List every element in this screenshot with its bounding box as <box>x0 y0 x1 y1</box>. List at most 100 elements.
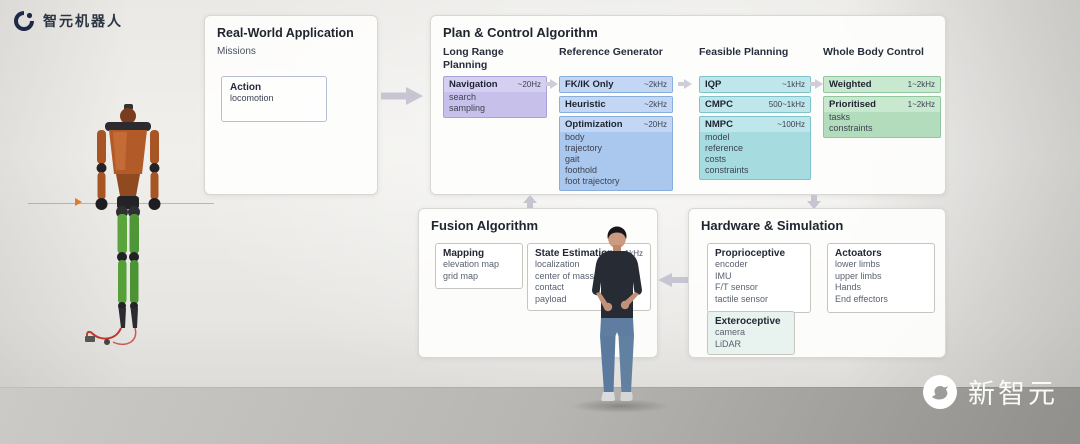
panel-title: Plan & Control Algorithm <box>443 25 598 40</box>
panel-hardware-simulation: Hardware & Simulation Proprioceptive enc… <box>688 208 946 358</box>
list-item: lower limbs <box>835 259 881 269</box>
box-title: Mapping <box>443 248 485 259</box>
column-whole-body-control: Whole Body Control Weighted 1~2kHz Prior… <box>823 46 941 141</box>
list-item: costs <box>705 154 727 164</box>
list-item: elevation map <box>443 259 500 269</box>
box-title: Proprioceptive <box>715 248 786 259</box>
arrow-up-icon <box>523 195 537 209</box>
arrow-right-icon <box>810 79 823 89</box>
block-rate: 500~1kHz <box>768 100 805 109</box>
column-header: Long Range Planning <box>443 46 504 72</box>
list-item: localization <box>535 259 580 269</box>
block-weighted: Weighted 1~2kHz <box>823 76 941 93</box>
list-item: sampling <box>449 103 486 113</box>
list-item: locomotion <box>230 93 274 103</box>
block-rate: ~20Hz <box>643 120 667 129</box>
block-iqp: IQP ~1kHz <box>699 76 811 93</box>
list-item: upper limbs <box>835 270 882 281</box>
list-item: LiDAR <box>715 338 742 349</box>
arrow-right-icon <box>678 79 692 89</box>
arrow-right-icon <box>545 79 558 89</box>
agibot-logo-icon <box>14 11 34 31</box>
block-rate: ~2kHz <box>644 80 667 89</box>
brand-logo: 智元机器人 <box>12 9 123 33</box>
block-title: Heuristic <box>565 99 606 110</box>
list-item: model <box>705 132 730 142</box>
xinzhiyuan-bird-icon <box>923 374 957 409</box>
list-item: tactile sensor <box>715 293 769 304</box>
block-rate: 1~2kHz <box>907 80 935 89</box>
watermark-text: 新智元 <box>968 379 1058 409</box>
block-title: Weighted <box>829 79 872 90</box>
panel-title: Hardware & Simulation <box>701 218 844 233</box>
block-rate: 1~2kHz <box>907 100 935 109</box>
list-item: constraints <box>829 123 873 133</box>
list-item: gait <box>565 154 580 164</box>
block-title: IQP <box>705 79 722 90</box>
robot-visualization <box>75 104 161 346</box>
missions-label: Missions <box>217 46 256 57</box>
list-item: grid map <box>443 270 479 281</box>
list-item: foot trajectory <box>565 176 620 186</box>
list-item: camera <box>715 327 746 337</box>
column-long-range-planning: Long Range Planning Navigation ~20Hz sea… <box>443 46 547 121</box>
column-feasible-planning: Feasible Planning IQP ~1kHz CMPC 500~1kH… <box>699 46 811 183</box>
box-title: State Estimation <box>535 248 614 259</box>
action-items: locomotion <box>230 93 318 104</box>
panel-title: Real-World Application <box>217 26 354 40</box>
box-title: Actoators <box>835 248 882 259</box>
block-cmpc: CMPC 500~1kHz <box>699 96 811 113</box>
list-item: search <box>449 92 477 102</box>
list-item: center of mass <box>535 270 595 281</box>
action-title: Action <box>230 82 262 93</box>
block-rate: ~20Hz <box>517 80 541 89</box>
block-title: Optimization <box>565 119 623 130</box>
box-title: Exteroceptive <box>715 316 781 327</box>
panel-plan-control-algorithm: Plan & Control Algorithm Long Range Plan… <box>430 15 946 195</box>
box-rate: ~1kHz <box>620 249 643 258</box>
list-item: constraints <box>705 165 749 175</box>
list-item: trajectory <box>565 143 603 153</box>
list-item: End effectors <box>835 293 888 304</box>
panel-title: Fusion Algorithm <box>431 218 539 233</box>
column-header: Reference Generator <box>559 46 663 58</box>
block-rate: ~100Hz <box>777 120 805 129</box>
list-item: contact <box>535 282 565 292</box>
arrow-right-icon <box>381 87 423 105</box>
panel-real-world-application: Real-World Application Missions Action l… <box>204 15 378 195</box>
list-item: F/T sensor <box>715 282 758 292</box>
block-title: Navigation <box>449 79 498 90</box>
list-item: tasks <box>829 112 851 122</box>
block-title: CMPC <box>705 99 733 110</box>
block-title: Prioritised <box>829 99 876 110</box>
block-rate: ~1kHz <box>782 80 805 89</box>
list-item: payload <box>535 293 567 304</box>
presenter-shadow <box>570 399 670 413</box>
block-rate: ~2kHz <box>644 100 667 109</box>
brand-name: 智元机器人 <box>43 13 123 29</box>
list-item: foothold <box>565 165 598 175</box>
column-header: Feasible Planning <box>699 46 789 58</box>
block-title: FK/IK Only <box>565 79 614 90</box>
list-item: Hands <box>835 282 862 292</box>
list-item: body <box>565 132 585 142</box>
watermark: 新智元 <box>922 372 1058 411</box>
presenter-person <box>592 226 642 401</box>
column-reference-generator: Reference Generator FK/IK Only ~2kHz Heu… <box>559 46 673 194</box>
block-title: NMPC <box>705 119 733 130</box>
